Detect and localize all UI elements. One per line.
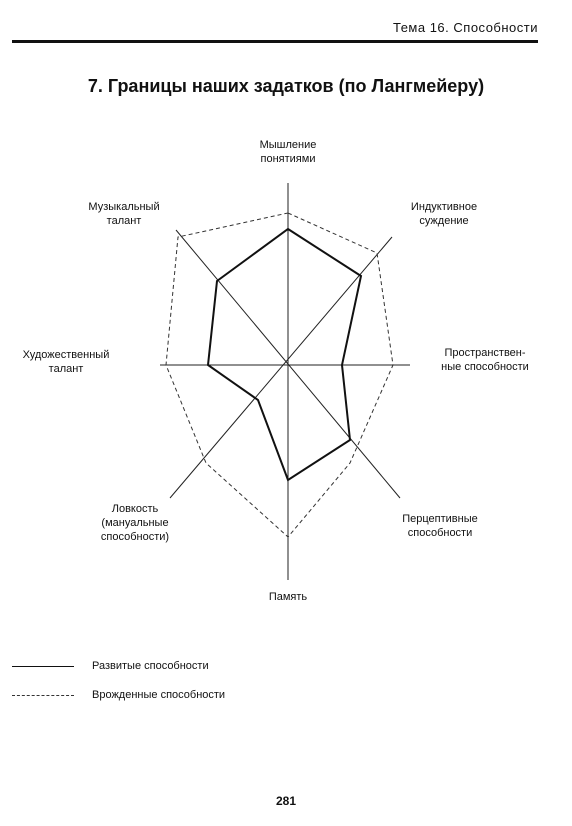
axis-label-artistic: Художественный талант	[22, 349, 110, 375]
axis-label-memory: Память	[268, 591, 308, 603]
diagram-title: 7. Границы наших задатков (по Лангмейеру…	[87, 76, 485, 96]
page-number: 281	[275, 794, 297, 808]
axis-diagonal-nw-se	[175, 229, 401, 499]
legend-solid-line	[12, 665, 74, 667]
page-header-topic: Тема 16. Способности	[392, 20, 538, 35]
axis-label-dexterity: Ловкость (мануальные способности)	[100, 503, 170, 543]
legend-developed-label: Развитые способности	[92, 660, 209, 672]
axis-label-musical: Музыкальный талант	[88, 201, 160, 227]
developed-abilities-polygon	[206, 227, 363, 482]
legend-innate: Врожденные способности	[12, 689, 225, 701]
axis-label-spatial: Пространствен- ные способности	[441, 347, 529, 373]
innate-abilities-polygon	[165, 212, 394, 538]
axis-label-inductive: Индуктивное суждение	[410, 201, 478, 227]
legend-dashed-line	[12, 694, 74, 696]
axis-label-perceptive: Перцептивные способности	[402, 513, 478, 539]
axis-label-thinking: Мышление понятиями	[259, 139, 317, 165]
legend-innate-label: Врожденные способности	[92, 689, 226, 701]
legend-developed: Развитые способности	[12, 660, 209, 672]
axis-diagonal-ne-sw	[169, 236, 393, 499]
header-rule	[12, 40, 538, 43]
